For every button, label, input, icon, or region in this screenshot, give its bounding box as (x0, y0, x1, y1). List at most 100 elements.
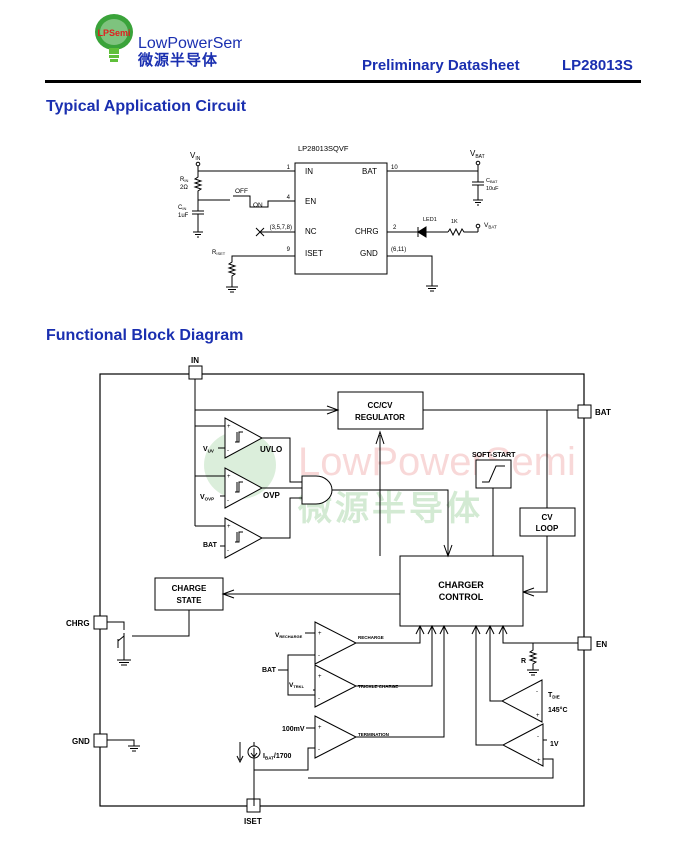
pin-label-chrg: CHRG (66, 619, 90, 628)
cccv-label-1: CC/CV (368, 401, 394, 410)
iset-current-arrow (236, 742, 244, 764)
t145-label: 145°C (548, 706, 568, 714)
pin-num-iset: 9 (287, 247, 291, 253)
softstart-ramp (482, 465, 505, 483)
v1-label: 1V (550, 741, 559, 748)
res-1k (447, 227, 478, 237)
softstart-block (475, 459, 512, 489)
in-to-regulator-wire (194, 379, 340, 415)
part-number: LP28013S (562, 57, 633, 74)
document-type: Preliminary Datasheet (362, 57, 520, 74)
application-circuit: LP28013SQVF IN 1 EN 4 NC (3,5,7,8) ISET … (178, 144, 499, 293)
cv-loop-label-1: CV (541, 513, 553, 522)
pin-box-gnd (93, 733, 108, 748)
pin-box-chrg (93, 615, 108, 630)
res-1k-label: 1K (451, 219, 458, 225)
bat-wire (387, 165, 479, 172)
pin-label-gnd: GND (72, 737, 90, 746)
pin-box-in (188, 365, 203, 380)
led-wire (417, 227, 448, 237)
termination-minus: - (318, 747, 320, 753)
recharge-minus: - (318, 653, 320, 659)
charger-control-block (399, 555, 524, 627)
pin-num-chrg: 2 (393, 225, 397, 231)
ibat-label: IBAT/1700 (263, 753, 291, 761)
vbat2-label: VBAT (484, 222, 497, 230)
cin-capacitor (192, 200, 204, 238)
cv-to-control-wire (521, 536, 548, 597)
uvlo-label: UVLO (260, 445, 282, 454)
pin-num-in: 1 (287, 165, 291, 171)
bat-comp-plus: + (227, 524, 231, 530)
cin-label: CIN (178, 205, 186, 211)
cccv-label-2: REGULATOR (355, 413, 405, 422)
en-resistor-label: R (521, 658, 526, 665)
ovp-label: OVP (263, 491, 281, 500)
vbat-node (475, 160, 481, 166)
chrg-nmos (107, 610, 190, 666)
lower-comparator-inputs (278, 632, 315, 696)
vin-wire (197, 166, 295, 172)
ovp-plus: + (227, 474, 231, 480)
section-title-application-circuit: Typical Application Circuit (46, 98, 247, 115)
logo-chinese: 微源半导体 (137, 51, 218, 69)
v1-input-wire (308, 739, 554, 779)
uvlo-plus: + (227, 424, 231, 430)
en-signal (233, 195, 295, 208)
cbat-value: 10uF (486, 186, 499, 192)
current-source-arrow (250, 742, 258, 770)
led-label: LED1 (423, 217, 437, 223)
uvlo-hysteresis-symbol (235, 431, 243, 443)
bat-sense-label: BAT (262, 667, 277, 674)
logo-name: LowPowerSemi (138, 35, 242, 52)
ovp-comparator (224, 467, 264, 509)
led-diode (417, 226, 427, 238)
in-to-comparators-wire (194, 410, 225, 547)
pin-chrg: CHRG (355, 227, 379, 236)
tdie-comparator (500, 679, 543, 723)
rin-label: RIN (180, 177, 188, 183)
vin-label: VIN (190, 151, 201, 162)
cv-loop-label-2: LOOP (536, 524, 559, 533)
pin-en: EN (305, 197, 316, 206)
charge-state-block (154, 577, 224, 611)
ovp-hysteresis-symbol (235, 481, 243, 493)
pin-label-in: IN (191, 356, 199, 365)
v1-plus: + (537, 758, 541, 764)
section-title-block-diagram: Functional Block Diagram (46, 327, 244, 344)
termination-inputs (253, 727, 315, 806)
charger-control-label-1: CHARGER (438, 580, 484, 590)
logo-mark: LPSemi (95, 14, 133, 62)
charge-state-label-1: CHARGE (172, 584, 207, 593)
pin-num-bat: 10 (391, 165, 398, 171)
chip-boundary (99, 373, 585, 807)
pin-box-en (577, 636, 592, 651)
control-to-state-wire (221, 589, 400, 599)
recharge-to-control-wire (356, 624, 425, 644)
ovp-minus: - (227, 498, 229, 504)
termination-to-control-wire (356, 624, 449, 738)
vin-node (195, 161, 201, 167)
gate-wires (262, 437, 453, 558)
pin-gnd: GND (360, 249, 378, 258)
charge-state-label-2: STATE (176, 596, 202, 605)
pin-num-en: 4 (287, 195, 291, 201)
bat-hysteresis-symbol (235, 531, 243, 543)
logo-badge-text: LPSemi (97, 28, 130, 38)
termination-comparator (314, 715, 358, 759)
watermark-text-en: LowPowerSemi (298, 440, 576, 484)
gnd-symbol (107, 739, 140, 752)
softstart-label: SOFT-START (472, 452, 516, 459)
en-on-label: ON (253, 202, 263, 209)
pin-bat: BAT (362, 167, 377, 176)
en-pulldown-resistor (527, 643, 539, 676)
v1-minus: - (537, 734, 539, 740)
nc-marker (255, 227, 295, 237)
bat-comparator (224, 517, 264, 559)
and-gate (301, 475, 333, 505)
pin-in: IN (305, 167, 313, 176)
rin-resistor (193, 171, 203, 200)
cbat-capacitor (472, 171, 484, 206)
trickle-minus: - (318, 696, 320, 702)
ic-body (294, 162, 388, 275)
